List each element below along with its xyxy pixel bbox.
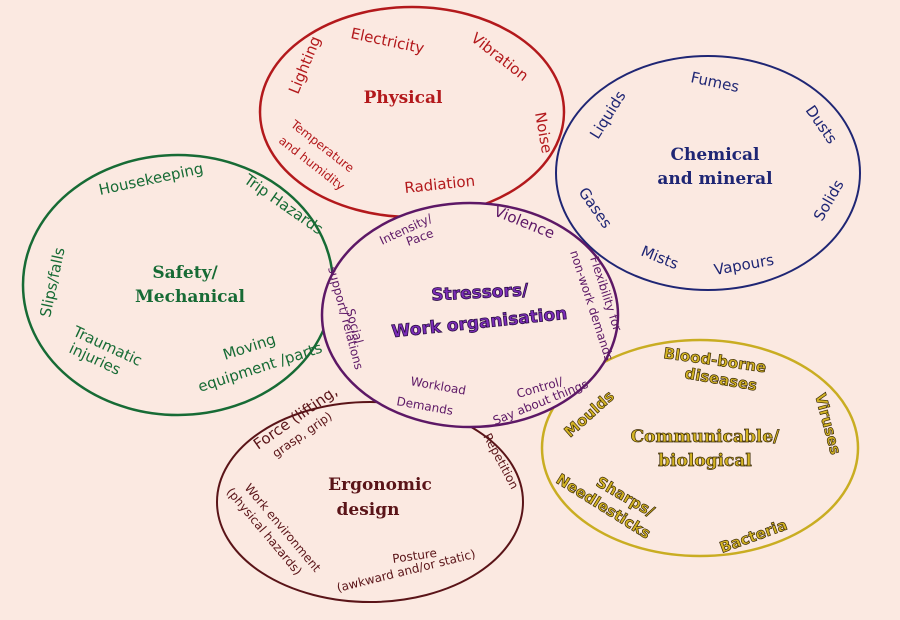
ergonomic-item-repetition: Repetition (480, 431, 521, 492)
stressors-ellipse (320, 201, 620, 429)
chemical-group: Chemical and mineral Liquids Fumes Dusts… (555, 55, 861, 291)
communicable-item-viruses: Viruses (811, 391, 845, 456)
physical-item-lighting: Lighting (285, 34, 324, 97)
safety-ellipse (21, 153, 335, 417)
communicable-title-line2: biological (658, 451, 752, 471)
communicable-title-line1: Communicable/ (631, 427, 781, 447)
chemical-title-line1: Chemical (671, 145, 761, 165)
physical-item-radiation: Radiation (404, 172, 476, 197)
ergonomic-title-line1: Ergonomic (328, 475, 432, 495)
stressors-title-line1: Stressors/ (431, 280, 530, 305)
chemical-item-fumes: Fumes (689, 68, 741, 96)
physical-item-electricity: Electricity (349, 24, 426, 57)
ergonomic-title-line2: design (337, 500, 400, 520)
safety-item-housekeeping: Housekeeping (97, 159, 205, 199)
physical-title: Physical (364, 88, 443, 108)
safety-title-line2: Mechanical (135, 287, 246, 307)
safety-item-slips-falls: Slips/falls (36, 246, 68, 319)
chemical-item-vapours: Vapours (713, 251, 776, 279)
safety-group: Safety/ Mechanical Housekeeping Trip Haz… (21, 153, 335, 417)
chemical-title-line2: and mineral (657, 169, 773, 189)
physical-item-noise: Noise (531, 111, 556, 155)
physical-item-vibration: Vibration (468, 29, 532, 85)
chemical-item-gases: Gases (575, 184, 616, 232)
communicable-ellipse (540, 338, 860, 558)
safety-title-line1: Safety/ (152, 263, 218, 283)
physical-group: Physical Lighting Electricity Vibration … (258, 5, 566, 219)
chemical-item-mists: Mists (639, 242, 682, 273)
chemical-item-solids: Solids (810, 176, 848, 224)
ergonomic-item-posture-line1: Posture (391, 546, 437, 566)
safety-item-trip-hazards: Trip Hazards (240, 170, 327, 238)
chemical-ellipse (555, 55, 861, 291)
ergonomic-ellipse (216, 401, 524, 603)
